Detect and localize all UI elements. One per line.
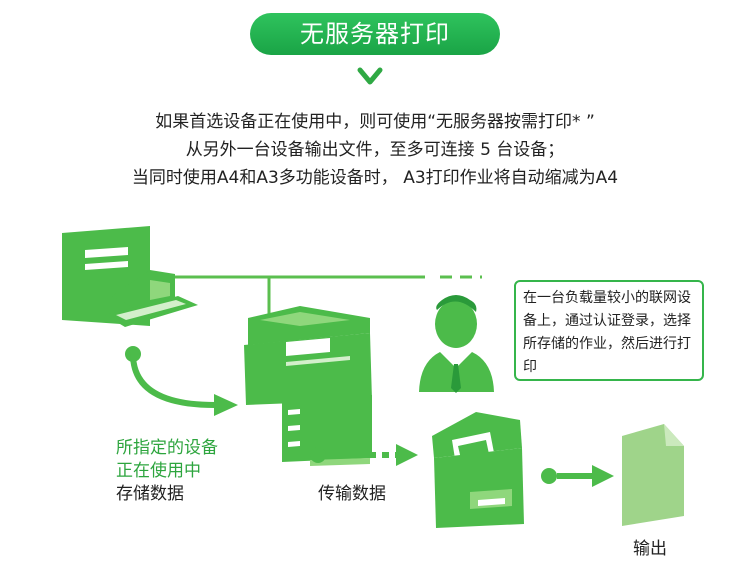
callout-text: 在一台负载量较小的联网设备上，通过认证登录，选择所存储的作业，然后进行打印	[523, 290, 691, 375]
desktop-computer-icon	[62, 226, 198, 327]
output-start-dot	[541, 468, 557, 484]
label-in-use: 正在使用中	[116, 461, 201, 481]
label-output: 输出	[633, 539, 667, 559]
transfer-start-dot	[310, 447, 326, 463]
flow-arrow-curve	[130, 353, 216, 408]
multifunction-printer-icon	[244, 306, 372, 466]
label-transfer-data: 传输数据	[318, 484, 386, 504]
label-store-data: 存储数据	[116, 484, 184, 504]
title-banner: 无服务器打印	[250, 13, 500, 55]
title-text: 无服务器打印	[300, 20, 450, 48]
document-icon	[622, 424, 684, 526]
transfer-arrow-head	[396, 444, 418, 466]
chevron-down-icon	[357, 67, 383, 85]
intro-text: 如果首选设备正在使用中，则可使用“无服务器按需打印* ” 从另外一台设备输出文件…	[60, 108, 690, 192]
intro-line-2: 从另外一台设备输出文件，至多可连接 5 台设备；	[185, 140, 565, 160]
printer-icon	[432, 412, 524, 528]
login-callout-box: 在一台负载量较小的联网设备上，通过认证登录，选择所存储的作业，然后进行打印	[514, 280, 704, 381]
label-specified-device: 所指定的设备	[116, 438, 218, 458]
intro-line-3: 当同时使用A4和A3多功能设备时， A3打印作业将自动缩减为A4	[131, 168, 619, 188]
output-arrow-head	[592, 465, 614, 487]
user-icon	[419, 295, 494, 393]
intro-line-1: 如果首选设备正在使用中，则可使用“无服务器按需打印* ”	[155, 112, 595, 132]
flow-arrow-head	[214, 394, 238, 416]
